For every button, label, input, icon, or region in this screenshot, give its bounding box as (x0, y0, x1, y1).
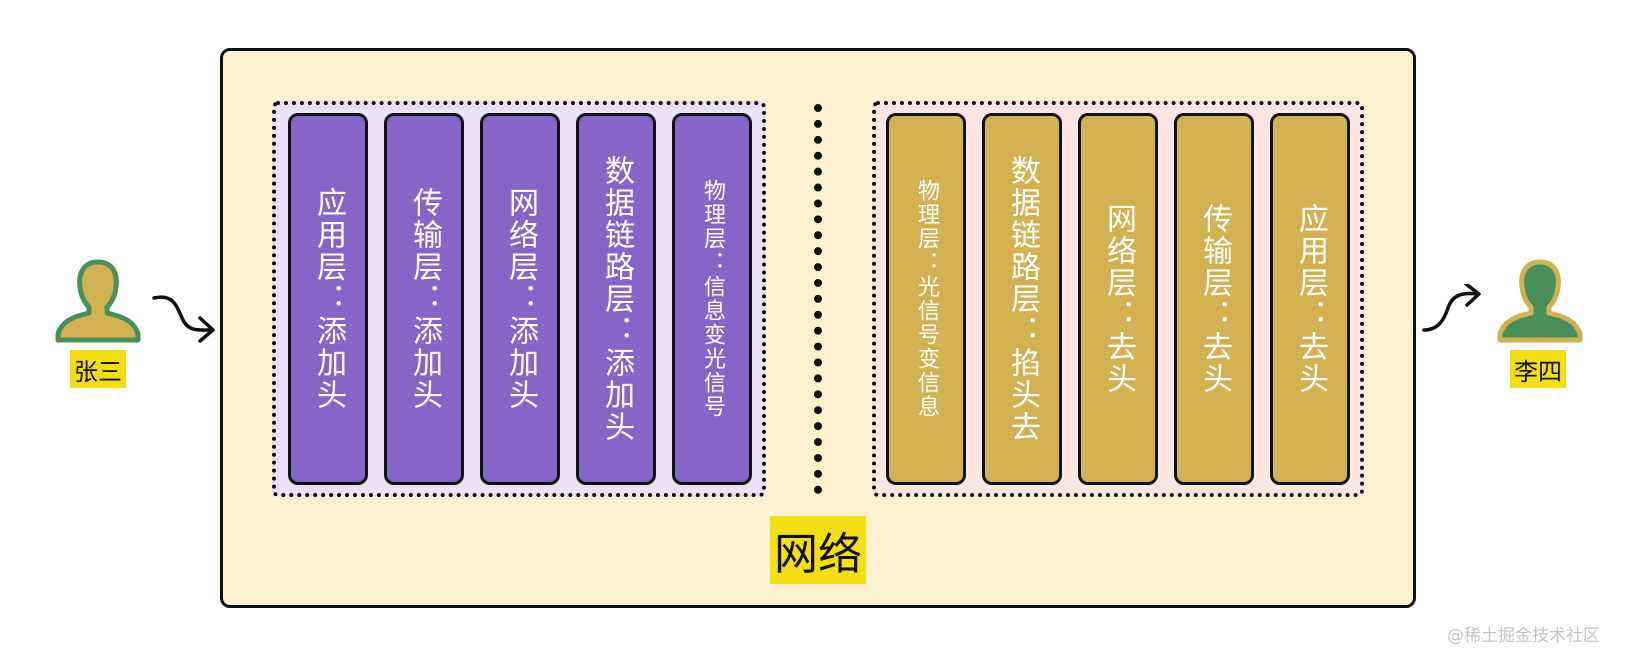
network-divider (814, 104, 822, 494)
sender-layer-network: 网络层：添加头 (480, 113, 560, 485)
receiver-layer-label: 传输层：去头 (1197, 203, 1232, 395)
receiver-layer-network: 网络层：去头 (1078, 113, 1158, 485)
receiver-layer-physical: 物理层：光信号变信息 (886, 113, 966, 485)
receiver-arrow-icon (1422, 284, 1481, 332)
watermark: @稀土掘金技术社区 (1447, 626, 1600, 646)
receiver-layer-label: 应用层：去头 (1293, 203, 1328, 395)
sender-layer-application: 应用层：添加头 (288, 113, 368, 485)
receiver-layer-transport: 传输层：去头 (1174, 113, 1254, 485)
receiver-layer-label: 网络层：去头 (1101, 203, 1136, 395)
sender-layer-label: 物理层：信息变光信号 (700, 179, 725, 419)
sender-layer-datalink: 数据链路层：添加头 (576, 113, 656, 485)
network-label: 网络 (770, 516, 866, 584)
sender-layer-label: 应用层：添加头 (311, 187, 346, 411)
sender-name: 张三 (70, 350, 126, 388)
sender-layer-transport: 传输层：添加头 (384, 113, 464, 485)
receiver-layer-datalink: 数据链路层：掐头去 (982, 113, 1062, 485)
receiver-layer-application: 应用层：去头 (1270, 113, 1350, 485)
sender-person-icon (55, 259, 141, 343)
sender-layer-physical: 物理层：信息变光信号 (672, 113, 752, 485)
receiver-layer-label: 物理层：光信号变信息 (914, 179, 939, 419)
sender-layer-label: 传输层：添加头 (407, 187, 442, 411)
sender-layer-label: 数据链路层：添加头 (599, 155, 634, 443)
sender-arrow-icon (152, 295, 215, 343)
sender-layer-label: 网络层：添加头 (503, 187, 538, 411)
receiver-person-icon (1497, 259, 1583, 343)
receiver-name: 李四 (1510, 350, 1566, 388)
receiver-layer-label: 数据链路层：掐头去 (1005, 155, 1040, 443)
